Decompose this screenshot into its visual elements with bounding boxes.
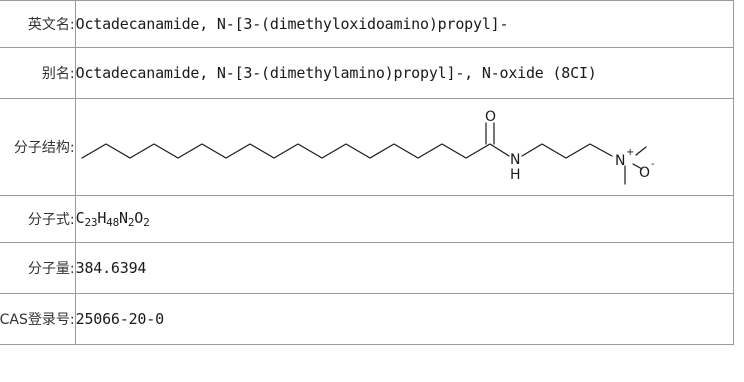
formula-element: N: [119, 209, 128, 227]
atom-nitrogen-amide: N: [510, 152, 520, 168]
row-structure: 分子结构: O N H: [0, 98, 735, 196]
alias-value: Octadecanamide, N-[3-(dimethylamino)prop…: [74, 47, 735, 99]
structure-cell: O N H N O + -: [74, 98, 735, 196]
cas-value: 25066-20-0: [74, 293, 735, 345]
formula-label: 分子式:: [0, 195, 76, 243]
n-oxide-bond: [632, 163, 643, 170]
alias-label: 别名:: [0, 47, 76, 99]
formula-element: H: [97, 209, 107, 227]
english-name-value: Octadecanamide, N-[3-(dimethyloxidoamino…: [74, 0, 735, 48]
formula-element: O: [134, 209, 144, 227]
formula-element: C: [75, 209, 85, 227]
atom-hydrogen-amide: H: [510, 167, 520, 183]
alkyl-chain-bond: [81, 143, 510, 159]
row-alias: 别名: Octadecanamide, N-[3-(dimethylamino)…: [0, 47, 735, 99]
n-methyl-bond-upper: [635, 146, 647, 156]
propyl-linker-bond: [521, 143, 613, 159]
molecular-structure-image: O N H N O + -: [81, 109, 655, 185]
row-weight: 分子量: 384.6394: [0, 242, 735, 294]
row-english-name: 英文名: Octadecanamide, N-[3-(dimethyloxido…: [0, 0, 735, 48]
formula-count: 2: [127, 216, 135, 229]
atom-oxygen-oxide: O: [639, 165, 650, 181]
weight-label: 分子量:: [0, 242, 76, 294]
structure-label: 分子结构:: [0, 98, 76, 196]
charge-plus: +: [626, 147, 634, 158]
row-cas: CAS登录号: 25066-20-0: [0, 293, 735, 345]
formula-count: 2: [143, 216, 150, 229]
cas-label: CAS登录号:: [0, 293, 76, 345]
formula-count: 23: [84, 216, 98, 229]
row-formula: 分子式: C23H48N2O2: [0, 195, 735, 243]
formula-value: C23H48N2O2: [74, 195, 735, 243]
charge-minus: -: [651, 159, 655, 170]
atom-oxygen-carbonyl: O: [485, 109, 496, 125]
compound-info-table: 英文名: Octadecanamide, N-[3-(dimethyloxido…: [0, 0, 735, 345]
weight-value: 384.6394: [74, 242, 735, 294]
formula-count: 48: [106, 216, 120, 229]
english-name-label: 英文名:: [0, 0, 76, 48]
atom-nitrogen-oxide: N: [615, 153, 625, 169]
